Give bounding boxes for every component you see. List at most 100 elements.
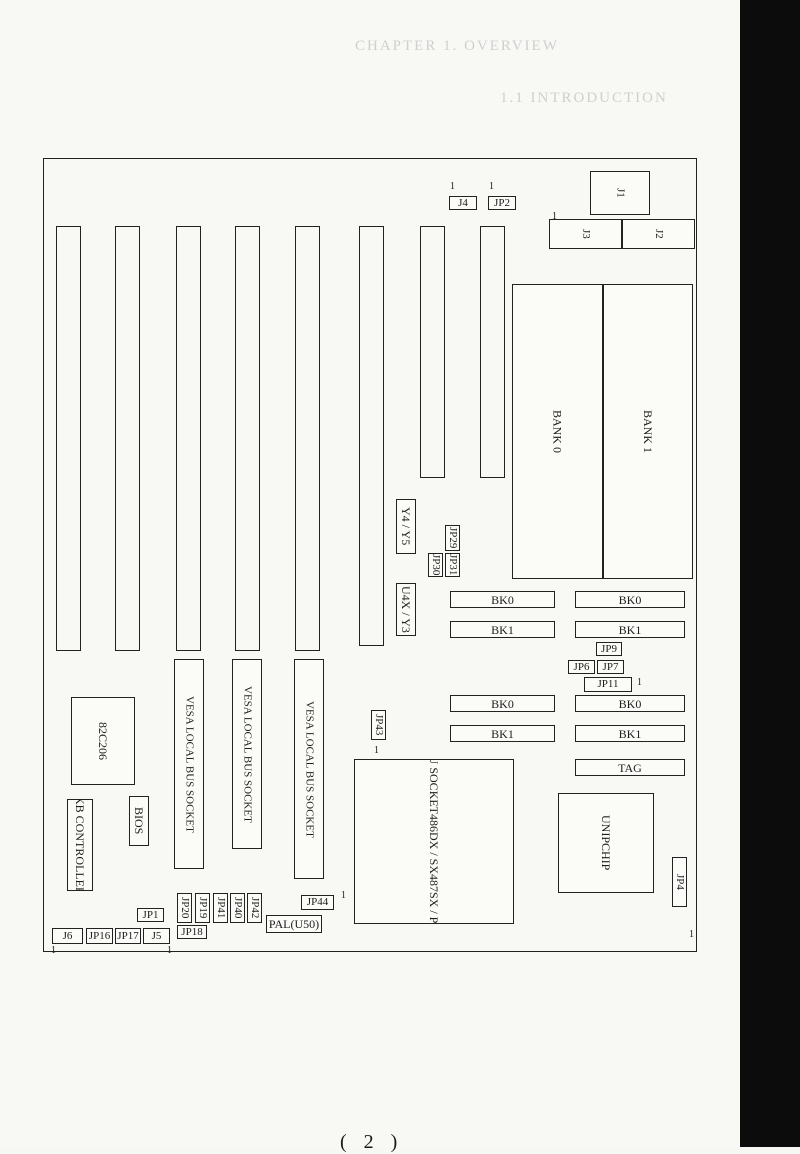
jumper-jp42: JP42 [247, 893, 262, 923]
jp1-label: JP1 [142, 908, 159, 921]
jumper-jp6: JP6 [568, 660, 595, 674]
vesa-local-bus-socket-3: VESA LOCAL BUS SOCKET [294, 659, 324, 879]
bk0-label: BK0 [491, 592, 514, 607]
pin1-marker-jp43: 1 [374, 745, 379, 756]
jp29-label: JP29 [447, 527, 459, 549]
vesa-local-bus-socket-1: VESA LOCAL BUS SOCKET [174, 659, 204, 869]
bk0-label: BK0 [618, 696, 642, 711]
cpu-socket: CPU SOCKET 486DX / SX 487SX / P24T [354, 759, 514, 924]
isa-slot-1 [56, 226, 81, 651]
jumper-jp17: JP17 [115, 928, 141, 944]
jp44-label: JP44 [306, 896, 329, 908]
jumper-jp1: JP1 [137, 908, 164, 922]
jumper-jp20: JP20 [177, 893, 192, 923]
crystal-y4-y5: Y4 / Y5 [396, 499, 416, 554]
unipchip: UNIPCHIP [558, 793, 654, 893]
bk1-label: BK1 [618, 622, 642, 637]
jp19-label: JP19 [197, 897, 209, 919]
connector-j1: J1 [590, 171, 650, 215]
jp7-label: JP7 [602, 660, 619, 673]
bk1-right-top: BK1 [575, 621, 685, 638]
j6-label: J6 [62, 929, 73, 942]
crystal-u4-y3: U4X / Y3 [396, 583, 416, 636]
bank0-label: BANK 0 [550, 409, 565, 453]
jumper-jp19: JP19 [195, 893, 210, 923]
bk0-left-top: BK0 [450, 591, 555, 608]
jumper-jp2: JP2 [488, 196, 516, 210]
chip-82c206: 82C206 [71, 697, 135, 785]
bk1-label: BK1 [491, 726, 514, 741]
bk0-right-top: BK0 [575, 591, 685, 608]
pin1-marker-jp44: 1 [341, 890, 346, 901]
bk0-right-bottom: BK0 [575, 695, 685, 712]
isa-slot-8 [480, 226, 505, 478]
cpu-line-3: 487SX / P24T [427, 873, 441, 924]
isa-slot-6 [359, 226, 384, 646]
pal-u50: PAL(U50) [266, 915, 322, 933]
connector-j6: J6 [52, 928, 83, 944]
bios-label: BIOS [132, 807, 146, 835]
pin1-marker-j4: 1 [450, 181, 455, 192]
isa-slot-3 [176, 226, 201, 651]
tag-label: TAG [618, 760, 642, 775]
memory-bank-0: BANK 0 [512, 284, 603, 579]
jp11-label: JP11 [597, 678, 619, 690]
kb-controller-label: KB CONTROLLER [73, 799, 87, 891]
jumper-jp7: JP7 [597, 660, 624, 674]
82c206-label: 82C206 [96, 721, 110, 760]
jumper-jp40: JP40 [230, 893, 245, 923]
y4y5-label: Y4 / Y5 [399, 507, 413, 546]
bk0-label: BK0 [491, 696, 514, 711]
jp9-label: JP9 [601, 642, 617, 655]
connector-j3: J3 [549, 219, 622, 249]
isa-slot-5 [295, 226, 320, 651]
tag-ram: TAG [575, 759, 685, 776]
jumper-jp30: JP30 [428, 553, 443, 577]
jp43-label: JP43 [373, 714, 385, 736]
cpu-line-1: CPU SOCKET [427, 759, 441, 814]
vesa-local-bus-socket-2: VESA LOCAL BUS SOCKET [232, 659, 262, 849]
jp41-label: JP41 [215, 897, 227, 919]
vesa-2-label: VESA LOCAL BUS SOCKET [241, 685, 254, 823]
jumper-j4: J4 [449, 196, 477, 210]
jp17-label: JP17 [117, 929, 139, 942]
ghost-chapter-heading: CHAPTER 1. OVERVIEW [355, 38, 559, 54]
page-number: ( 2 ) [340, 1131, 404, 1153]
jumper-jp4: JP4 [672, 857, 687, 907]
jumper-jp11: JP11 [584, 677, 632, 692]
j2-label: J2 [653, 229, 665, 239]
j1-label: J1 [614, 188, 627, 198]
u4y3-label: U4X / Y3 [399, 586, 413, 633]
pin1-marker-jp11: 1 [637, 677, 642, 688]
bios-chip: BIOS [129, 796, 149, 846]
jp18-label: JP18 [181, 925, 203, 938]
pin1-marker-jp2: 1 [489, 181, 494, 192]
vesa-3-label: VESA LOCAL BUS SOCKET [303, 700, 316, 838]
isa-slot-4 [235, 226, 260, 651]
jumper-jp16: JP16 [86, 928, 113, 944]
jp4-label: JP4 [674, 874, 686, 890]
j5-label: J5 [151, 929, 162, 942]
jumper-jp44: JP44 [301, 895, 334, 910]
jumper-jp18: JP18 [177, 925, 207, 939]
bk1-label: BK1 [618, 726, 642, 741]
jp31-label: JP31 [447, 554, 459, 576]
book-spine [740, 0, 800, 1147]
jp30-label: JP30 [430, 554, 442, 576]
bk1-right-bottom: BK1 [575, 725, 685, 742]
jp20-label: JP20 [179, 897, 191, 919]
bk1-left-bottom: BK1 [450, 725, 555, 742]
cpu-socket-text: CPU SOCKET 486DX / SX 487SX / P24T [426, 759, 442, 924]
bk0-left-bottom: BK0 [450, 695, 555, 712]
j3-label: J3 [580, 229, 592, 239]
isa-slot-7 [420, 226, 445, 478]
bk1-left-top: BK1 [450, 621, 555, 638]
jumper-jp41: JP41 [213, 893, 228, 923]
isa-slot-2 [115, 226, 140, 651]
jp2-label: JP2 [494, 196, 510, 209]
jumper-jp9: JP9 [596, 642, 622, 656]
bank1-label: BANK 1 [641, 409, 655, 453]
jumper-jp43: JP43 [371, 710, 386, 740]
pin1-marker-j5: 1 [167, 945, 172, 956]
bk0-label: BK0 [618, 592, 642, 607]
